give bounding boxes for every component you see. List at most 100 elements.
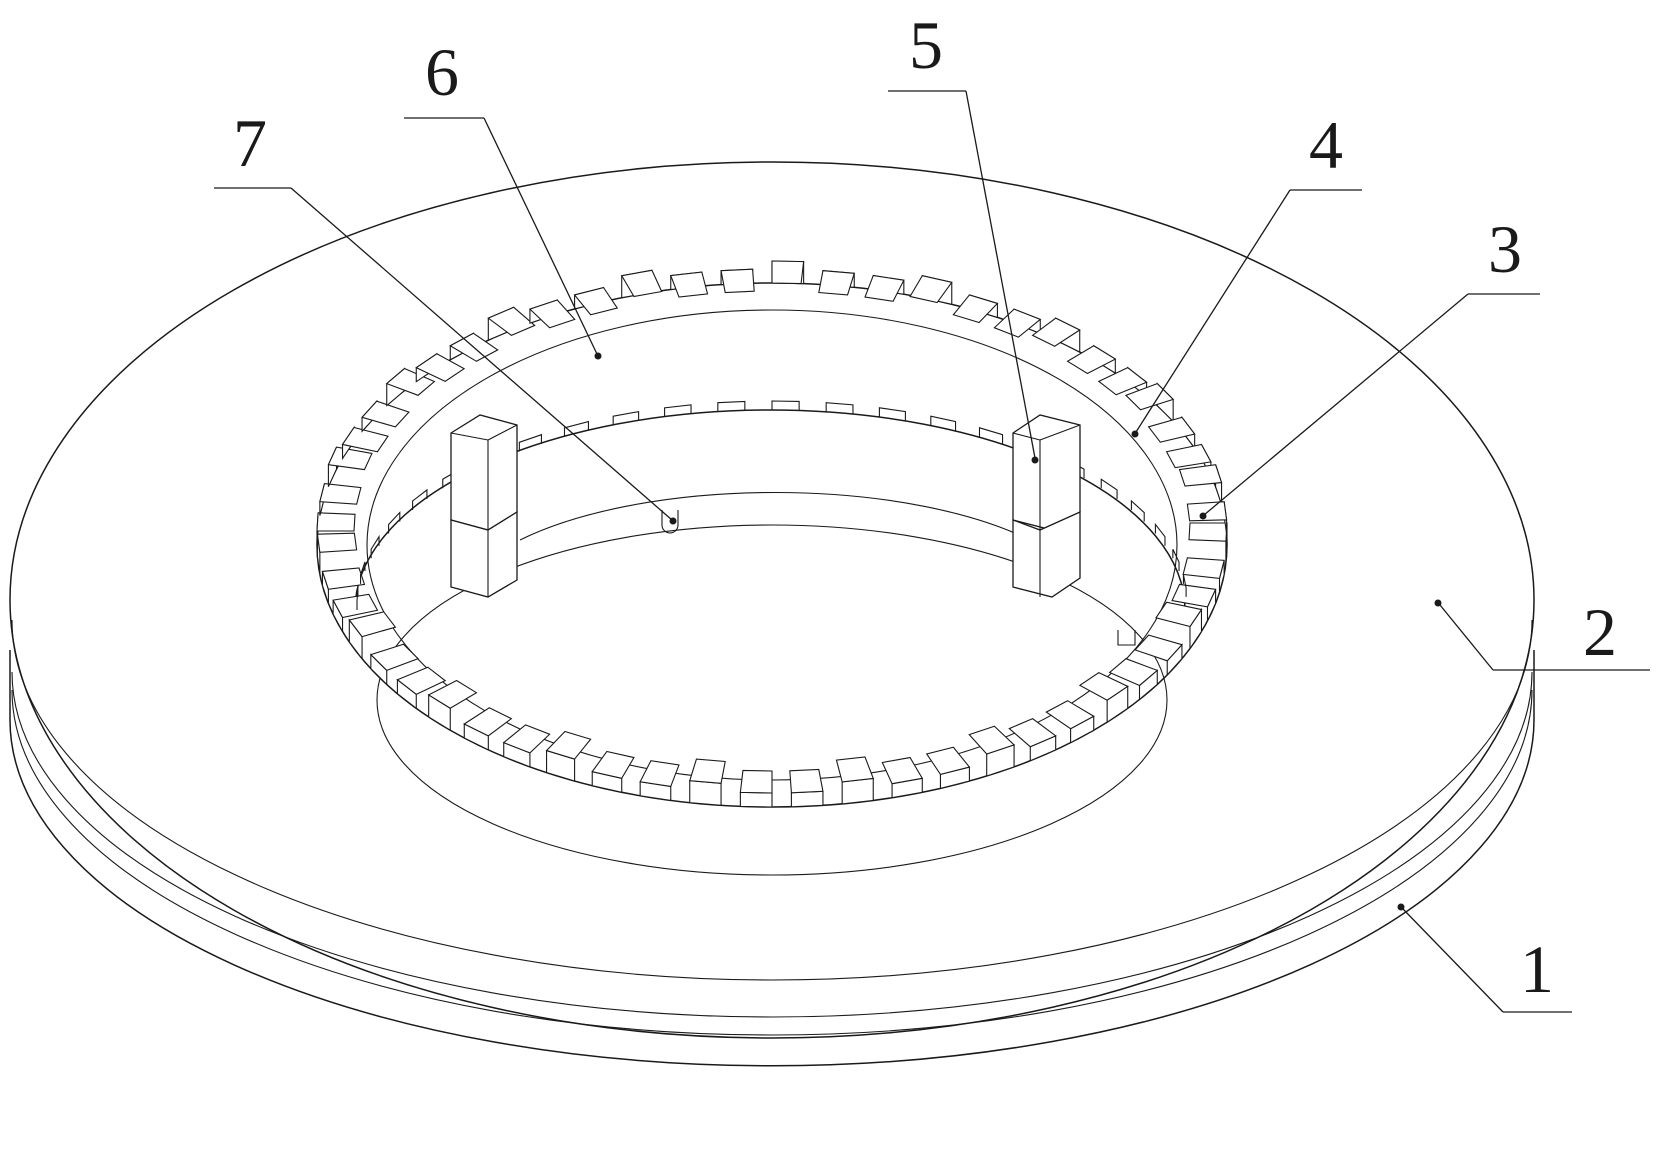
ring-tooth-top bbox=[1171, 583, 1217, 608]
ring-tooth-top bbox=[639, 760, 680, 788]
ring-tooth-top bbox=[720, 268, 755, 294]
callout-5: 5 bbox=[909, 7, 943, 83]
ring-tooth bbox=[790, 790, 824, 808]
inner-notch bbox=[1182, 574, 1187, 597]
ring-tooth-top bbox=[1078, 672, 1129, 701]
inner-notch bbox=[978, 427, 1004, 444]
ring-tooth-top bbox=[321, 567, 366, 590]
ring-tooth-top bbox=[415, 353, 466, 382]
inner-notch bbox=[1154, 522, 1166, 546]
ring-tooth-top bbox=[341, 426, 389, 453]
ring-tooth-top bbox=[1182, 557, 1225, 579]
ring-tooth-top bbox=[925, 746, 971, 776]
inner-notch bbox=[563, 420, 589, 437]
ring-tooth-top bbox=[327, 446, 373, 471]
ring-tooth-top bbox=[1124, 382, 1175, 411]
leaders bbox=[214, 90, 1650, 1013]
ring-tooth-top bbox=[1155, 601, 1203, 628]
ring-tooth bbox=[739, 791, 773, 808]
ring-tooth-top bbox=[385, 367, 436, 396]
leader-2-dot bbox=[1434, 599, 1442, 607]
callout-2: 2 bbox=[1583, 594, 1617, 670]
inner-notch bbox=[825, 402, 854, 414]
inner-notch bbox=[1130, 499, 1145, 522]
inner-notch bbox=[518, 433, 542, 452]
ring-tooth-top bbox=[1178, 464, 1223, 487]
callout-6: 6 bbox=[425, 34, 459, 110]
ring-tooth-top bbox=[1147, 416, 1196, 443]
ring-tooth-top bbox=[348, 611, 397, 638]
ring-tooth-top bbox=[1186, 501, 1228, 522]
small-hook bbox=[661, 510, 1136, 646]
callout-labels: 2 1 3 4 5 6 7 bbox=[233, 7, 1617, 1007]
ring-tooth-top bbox=[463, 707, 513, 737]
ring-tooth-top bbox=[319, 483, 362, 505]
ring-tooth-top bbox=[1008, 718, 1057, 748]
leader-2 bbox=[1439, 604, 1494, 671]
inner-notch bbox=[930, 415, 957, 431]
ring-tooth-top bbox=[669, 271, 709, 298]
inner-notch bbox=[1100, 478, 1118, 499]
annular-plate bbox=[9, 161, 1535, 1039]
inner-notch bbox=[664, 404, 692, 417]
leader-7 bbox=[290, 187, 673, 521]
leader-6 bbox=[483, 117, 598, 355]
leader-1 bbox=[1402, 908, 1504, 1013]
ring-tooth-top bbox=[881, 756, 924, 785]
leader-4 bbox=[1135, 189, 1291, 433]
ring-tooth-top bbox=[835, 756, 875, 783]
ring-tooth-top bbox=[909, 275, 953, 304]
leader-5 bbox=[965, 90, 1036, 459]
ring-tooth-top bbox=[316, 532, 358, 553]
ring-tooth-top bbox=[864, 274, 905, 302]
leader-5-dot bbox=[1031, 456, 1039, 464]
ring-tooth-top bbox=[369, 643, 420, 672]
inner-notch bbox=[612, 410, 640, 426]
inner-notch bbox=[388, 511, 401, 534]
ring-tooth-top bbox=[789, 768, 824, 794]
ring-tooth-top bbox=[968, 725, 1016, 755]
ring-tooth-top bbox=[739, 769, 773, 794]
ring-teeth bbox=[316, 260, 1228, 808]
left-post bbox=[450, 414, 518, 598]
leader-7-dot bbox=[669, 517, 677, 525]
ring-tooth bbox=[841, 777, 874, 805]
right-post bbox=[1012, 414, 1081, 598]
inner-notch bbox=[717, 400, 746, 412]
ring-tooth-top bbox=[818, 270, 855, 296]
leader-6-dot bbox=[594, 352, 602, 360]
callout-3: 3 bbox=[1488, 211, 1522, 287]
ring-tooth-top bbox=[1045, 700, 1095, 730]
base-plate bbox=[9, 650, 1535, 1067]
inner-notch bbox=[771, 400, 800, 411]
ring-tooth-top bbox=[952, 294, 999, 324]
ring-tooth-top bbox=[502, 724, 551, 754]
leader-1-dot bbox=[1397, 903, 1405, 911]
ring-tooth-top bbox=[1108, 658, 1159, 687]
ring-tooth-top bbox=[427, 679, 478, 709]
ring-tooth-top bbox=[1188, 522, 1228, 542]
ring-tooth-top bbox=[591, 750, 635, 779]
ring-tooth-top bbox=[545, 730, 592, 760]
inner-notch bbox=[878, 407, 906, 421]
callout-4: 4 bbox=[1309, 107, 1343, 183]
ring-tooth-top bbox=[396, 666, 447, 695]
ring-tooth-top bbox=[1066, 345, 1117, 375]
ring-tooth-top bbox=[1165, 443, 1212, 469]
callout-1: 1 bbox=[1520, 931, 1554, 1007]
ring-tooth-top bbox=[1031, 317, 1081, 347]
ring-tooth-top bbox=[771, 260, 805, 285]
leader-3-dot bbox=[1199, 512, 1207, 520]
ring-tooth-top bbox=[573, 286, 619, 316]
inner-notch bbox=[412, 488, 428, 510]
inner-notch bbox=[360, 561, 366, 584]
ring-tooth-top bbox=[993, 308, 1042, 338]
ring-tooth-top bbox=[620, 269, 663, 298]
inner-notch bbox=[1172, 548, 1180, 571]
ring-tooth-top bbox=[1097, 367, 1148, 396]
ring-tooth-top bbox=[1134, 634, 1183, 662]
ring-tooth bbox=[689, 780, 722, 806]
inner-notch bbox=[356, 587, 359, 610]
leader-4-dot bbox=[1131, 430, 1139, 438]
